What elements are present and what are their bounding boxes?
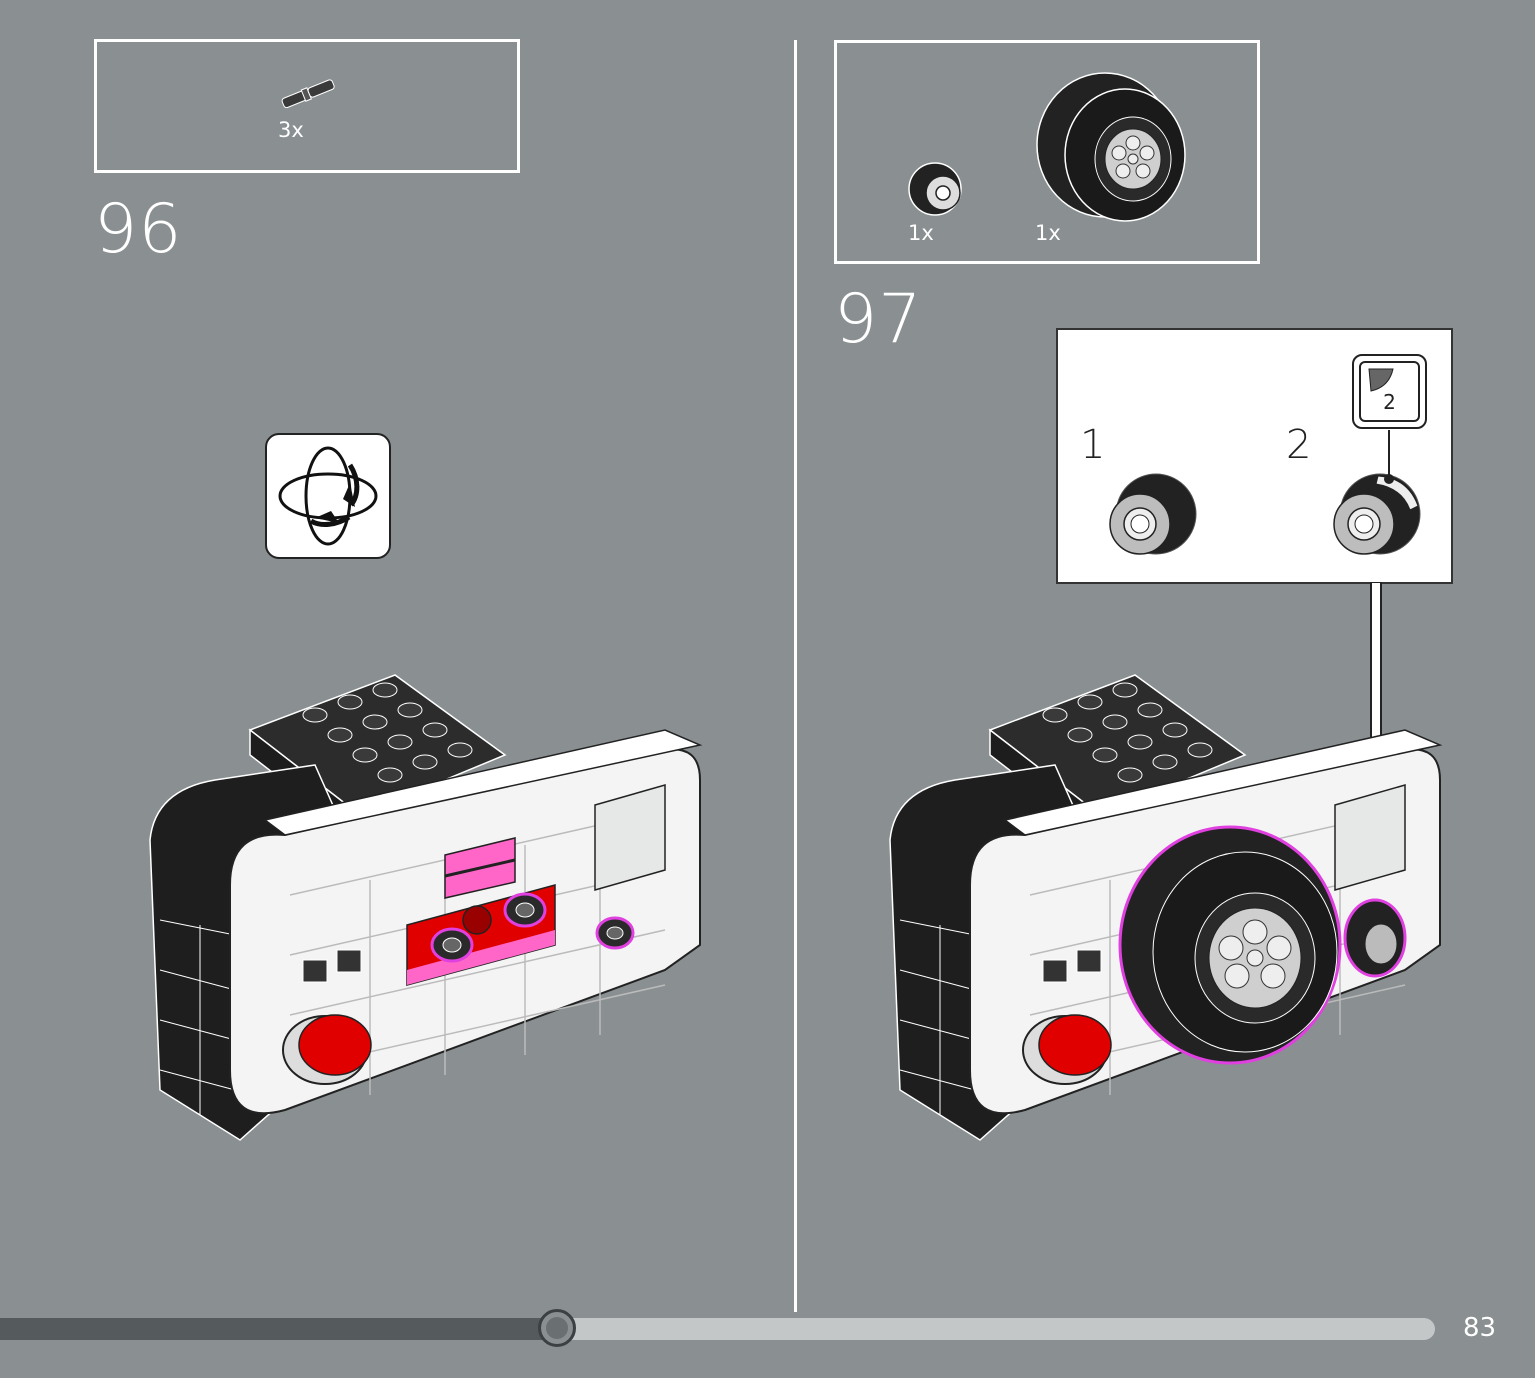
large-tire-icon — [1033, 67, 1195, 229]
camera-model-illustration — [885, 670, 1445, 1160]
rotate-model-icon — [265, 433, 391, 559]
part-quantity: 3x — [278, 118, 304, 142]
sticker-pointer-line — [1388, 430, 1390, 478]
step-number: 97 — [834, 280, 923, 359]
progress-fill — [0, 1318, 557, 1340]
parts-list-box: 3x — [94, 39, 520, 173]
sticker-icon: 2 — [1359, 361, 1420, 422]
progress-slider-handle[interactable] — [538, 1309, 576, 1347]
parts-list-box: 1x 1x — [834, 40, 1260, 264]
sticker-number: 2 — [1383, 390, 1396, 414]
small-wheel-icon — [907, 161, 969, 219]
page-number: 83 — [1463, 1313, 1497, 1343]
pin-icon — [279, 78, 341, 108]
substep-number: 1 — [1080, 422, 1106, 468]
wheel-hub-stickered-icon — [1330, 470, 1424, 560]
wheel-hub-icon — [1106, 470, 1200, 560]
sticker-badge: 2 — [1352, 354, 1427, 429]
camera-model-illustration — [145, 670, 705, 1160]
substep-number: 2 — [1286, 422, 1312, 468]
part-quantity: 1x — [908, 221, 934, 245]
step-number: 96 — [94, 190, 183, 269]
sticker-pointer-dot — [1384, 474, 1394, 484]
part-quantity: 1x — [1035, 221, 1061, 245]
page-divider — [794, 40, 797, 1312]
